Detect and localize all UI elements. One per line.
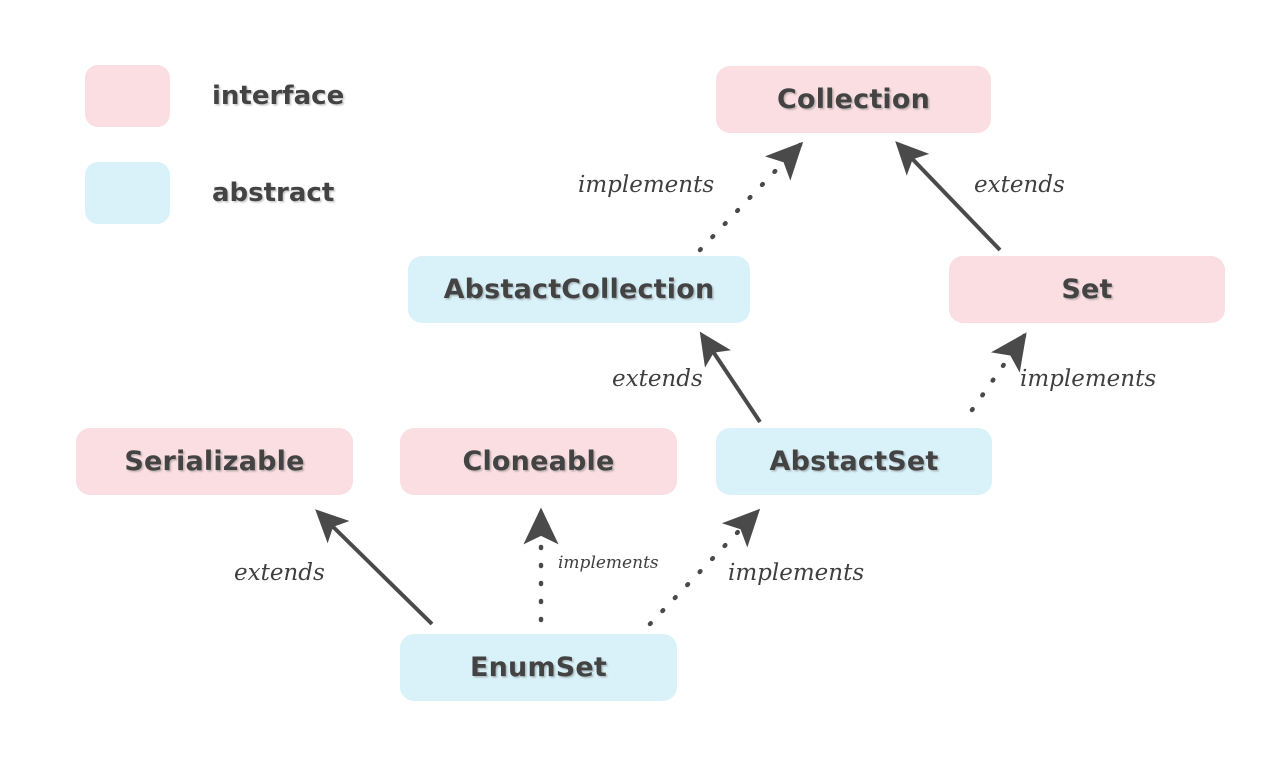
legend-label-abstract: abstract: [212, 178, 335, 208]
node-label-cloneable: Cloneable: [462, 446, 615, 477]
legend-swatch-abstract: [85, 162, 170, 224]
edge-label-abstactset-implements-set: implements: [1020, 366, 1157, 392]
edge-label-enumset-implements-abstactset: implements: [728, 560, 865, 586]
edge-abstactcollection-implements-collection: [697, 141, 804, 253]
node-label-abstactset: AbstactSet: [769, 446, 939, 477]
edge-enumset-extends-serializable: [315, 509, 434, 626]
edge-abstactset-extends-abstactcollection: [699, 331, 762, 424]
legend-label-interface: interface: [212, 81, 345, 111]
node-collection[interactable]: Collection: [716, 66, 991, 133]
edge-label-abstactset-extends-abstactcollection: extends: [612, 366, 703, 392]
node-abstactcollection[interactable]: AbstactCollection: [408, 256, 750, 323]
node-enumset[interactable]: EnumSet: [400, 634, 677, 701]
edge-label-enumset-extends-serializable: extends: [234, 560, 325, 586]
node-label-serializable: Serializable: [124, 446, 305, 477]
legend-swatch-interface: [85, 65, 170, 127]
node-cloneable[interactable]: Cloneable: [400, 428, 677, 495]
node-set[interactable]: Set: [949, 256, 1225, 323]
edge-label-enumset-implements-cloneable: implements: [558, 553, 659, 573]
node-label-abstactcollection: AbstactCollection: [443, 274, 715, 305]
legend-item-interface: interface: [85, 65, 344, 127]
edge-label-set-extends-collection: extends: [974, 172, 1065, 198]
node-label-set: Set: [1061, 274, 1113, 305]
node-label-enumset: EnumSet: [469, 652, 608, 683]
node-label-collection: Collection: [776, 84, 931, 115]
edge-abstactset-implements-set: [969, 332, 1027, 413]
legend-item-abstract: abstract: [85, 162, 334, 224]
node-serializable[interactable]: Serializable: [76, 428, 353, 495]
node-abstactset[interactable]: AbstactSet: [716, 428, 992, 495]
edge-label-abstactcollection-implements-collection: implements: [578, 172, 715, 198]
